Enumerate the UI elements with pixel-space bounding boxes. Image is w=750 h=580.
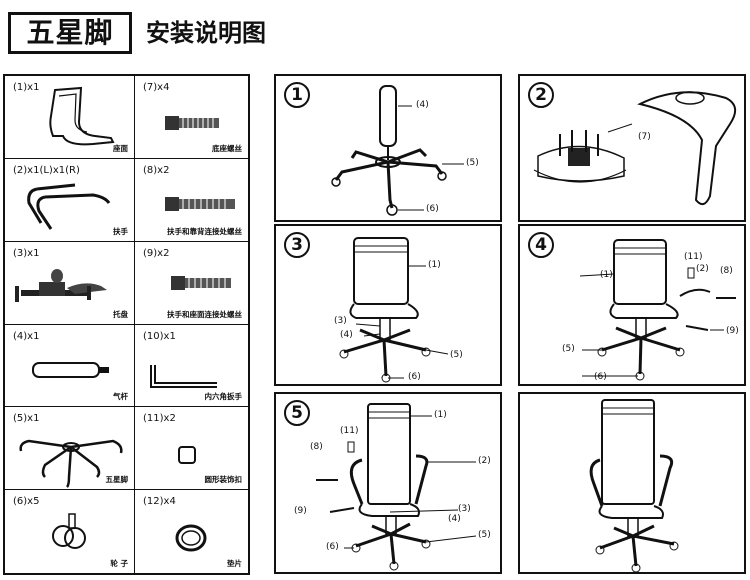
part-five-star-base: (5)x1 五星脚 [5,407,135,491]
step-5-diagram [316,403,477,571]
final-chair-panel [518,392,746,574]
parts-list: (1)x1 座面 (7)x4 底座螺丝 (2)x1(L)x1(R) 扶手 (8)… [3,74,250,575]
header-subtitle: 安装说明图 [146,19,266,47]
label: (6) [426,204,439,214]
step-4-panel: 4 (11) (2) (8) (1) (9) (5) (6) [518,224,746,386]
part-name: 扶手和靠背连接处螺丝 [167,226,242,236]
part-code: (2)x1(L)x1(R) [13,164,80,176]
label: (4) [448,514,461,524]
screw-icon [165,196,235,211]
part-name: 座面 [113,143,128,153]
label: (8) [720,266,733,276]
part-name: 扶手和座面连接处螺丝 [167,309,242,319]
step-5-panel: 5 (1) (11) (8) (2) (9) (3) (4) (5) (6) [274,392,502,574]
label: (9) [294,506,307,516]
part-code: (4)x1 [13,330,40,342]
part-code: (10)x1 [143,330,176,342]
part-code: (7)x4 [143,82,170,93]
part-armrest-back-screw: (8)x2 扶手和靠背连接处螺丝 [135,159,248,242]
label: (4) [416,100,429,110]
step-2-number: 2 [528,82,554,108]
step-2-diagram [533,91,737,206]
label: (6) [326,542,339,552]
label: (3) [334,316,347,326]
label: (5) [478,530,491,540]
part-code: (5)x1 [13,413,40,425]
label: (2) [696,264,709,274]
part-code: (6)x5 [13,496,40,508]
step-1-diagram [331,85,464,216]
step-2-panel: 2 (7) [518,74,746,222]
seat-illustration [49,86,115,146]
screw-icon [171,275,231,290]
part-name: 轮 子 [110,559,128,568]
part-seat: (1)x1 座面 [5,76,135,159]
part-name: 内六角扳手 [204,392,243,402]
part-hex-key: (10)x1 内六角扳手 [135,325,248,408]
part-tray: (3)x1 托盘 [5,241,135,325]
part-name: 垫片 [227,559,242,568]
tray-illustration [15,268,107,302]
part-name: 圆形装饰扣 [204,475,243,485]
label: (11) [340,426,359,436]
screw-icon [165,116,219,130]
label: (1) [428,260,441,270]
part-name: 托盘 [113,309,128,319]
cap-icon [178,446,196,465]
base-illustration [19,440,123,489]
armrest-illustration [27,183,111,230]
step-1-panel: 1 (4) (5) (6) [274,74,502,222]
label: (5) [450,350,463,360]
assembled-chair-diagram [589,399,679,572]
part-wheels: (6)x5 轮 子 [5,490,135,573]
step-3-panel: 3 (1) (3) (4) (5) (6) [274,224,502,386]
label: (6) [408,372,421,382]
label: (2) [478,456,491,466]
washer-icon [175,524,207,552]
label: (8) [310,442,323,452]
label: (1) [434,410,447,420]
step-4-diagram [579,239,736,381]
step-5-number: 5 [284,400,310,426]
part-code: (11)x2 [143,413,176,425]
part-code: (1)x1 [13,82,40,93]
step-4-number: 4 [528,232,554,258]
step-1-number: 1 [284,82,310,108]
part-code: (3)x1 [13,247,40,259]
part-code: (8)x2 [143,164,170,176]
wheel-illustration [52,513,86,550]
part-cap: (11)x2 圆形装饰扣 [135,407,248,491]
hex-key-icon [150,364,217,388]
label: (5) [562,344,575,354]
part-code: (9)x2 [143,247,170,259]
gas-lift-illustration [32,361,109,378]
label: (9) [726,326,739,336]
part-name: 扶手 [113,226,128,236]
part-armrest: (2)x1(L)x1(R) 扶手 [5,158,135,242]
label: (4) [340,330,353,340]
part-name: 气杆 [113,392,128,402]
label: (3) [458,504,471,514]
part-name: 底座螺丝 [212,143,242,153]
part-gas-lift: (4)x1 气杆 [5,324,135,408]
part-washer: (12)x4 垫片 [135,490,248,573]
label: (6) [594,372,607,382]
step-3-number: 3 [284,232,310,258]
part-code: (12)x4 [143,496,176,508]
label: (5) [466,158,479,168]
header-title: 五星脚 [8,12,132,54]
part-base-screw: (7)x4 底座螺丝 [135,76,248,159]
label: (1) [600,270,613,280]
part-name: 五星脚 [105,475,129,485]
label: (7) [638,132,651,142]
part-armrest-seat-screw: (9)x2 扶手和座面连接处螺丝 [135,242,248,325]
step-3-diagram [339,237,449,383]
label: (11) [684,252,703,262]
